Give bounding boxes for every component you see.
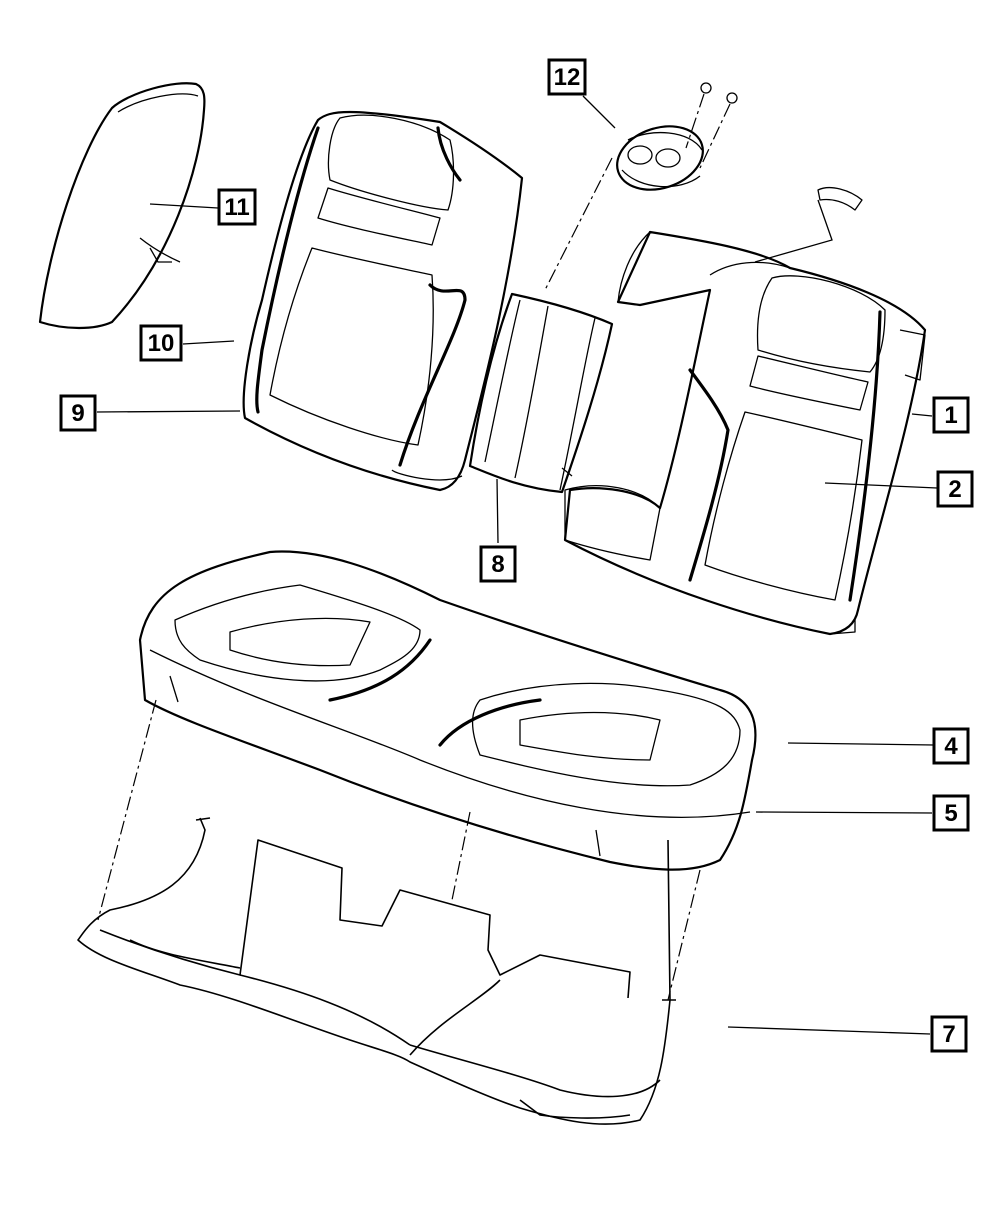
callout-7: 7: [930, 1015, 968, 1053]
callout-5: 5: [932, 794, 970, 832]
part-9-left-seatback: [242, 110, 524, 492]
callout-11: 11: [217, 188, 257, 226]
part-7-seat-frame: [77, 817, 676, 1125]
part-4-5-seat-cushion: [138, 550, 757, 871]
callout-12: 12: [547, 58, 587, 96]
svg-text:2: 2: [948, 476, 961, 503]
callout-1: 1: [932, 396, 970, 434]
part-12-cupholder: [616, 82, 738, 191]
svg-text:5: 5: [944, 800, 957, 827]
callout-2: 2: [936, 470, 974, 508]
assembly-lines: [97, 157, 701, 1001]
callout-8: 8: [479, 545, 517, 583]
part-11-side-bolster: [38, 82, 206, 330]
svg-text:11: 11: [224, 194, 249, 221]
leader-lines: [96, 95, 938, 1035]
svg-text:1: 1: [944, 402, 957, 429]
svg-text:7: 7: [942, 1021, 955, 1048]
svg-text:8: 8: [491, 551, 504, 578]
callout-10: 10: [139, 324, 183, 362]
part-8-center-armrest: [468, 292, 614, 494]
svg-text:9: 9: [71, 400, 84, 427]
svg-text:10: 10: [148, 330, 175, 357]
svg-text:12: 12: [554, 64, 581, 91]
part-1-2-right-seatback: [563, 186, 927, 636]
svg-text:4: 4: [944, 733, 958, 760]
callout-4: 4: [932, 727, 970, 765]
callout-9: 9: [59, 394, 97, 432]
